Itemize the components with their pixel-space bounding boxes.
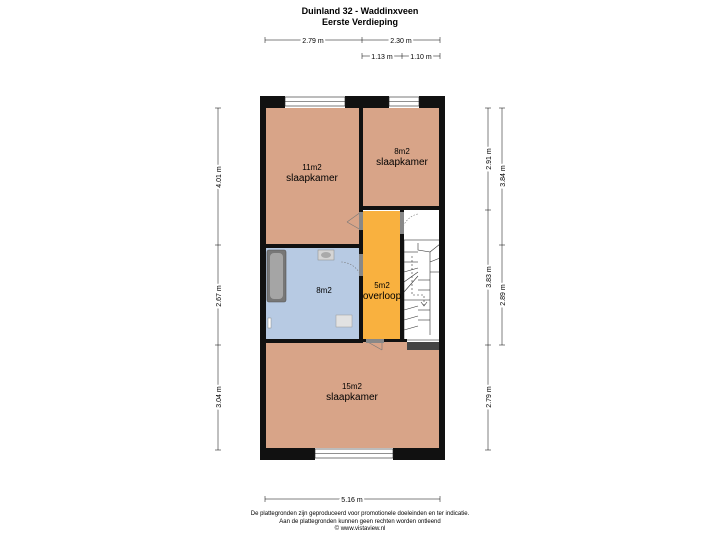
disclaimer-line-3: © www.vistaview.nl <box>334 526 386 532</box>
bedroom-3-name: slaapkamer <box>326 392 378 403</box>
windows <box>284 96 420 459</box>
dim-top-left: 2.79 m <box>302 38 324 45</box>
dim-right-outer-mid: 3.83 m <box>486 266 493 288</box>
bedroom-3-area: 15m2 <box>342 382 363 391</box>
disclaimer: De plattegronden zijn geproduceerd voor … <box>0 511 720 534</box>
bedroom-1-area: 11m2 <box>302 163 322 172</box>
cupboard <box>407 342 440 350</box>
dim-bottom: 5.16 m <box>341 497 363 504</box>
dim-right-outer-top: 2.91 m <box>486 148 493 170</box>
dim-right-outer-bottom: 2.79 m <box>486 386 493 408</box>
dimension-lines <box>215 37 505 502</box>
toilet <box>335 314 353 328</box>
staircase <box>403 239 441 341</box>
dimension-labels: 2.79 m 2.30 m 1.13 m 1.10 m 4.01 m 2.67 … <box>214 36 509 506</box>
dim-right-inner-top: 3.84 m <box>500 165 507 187</box>
disclaimer-line-1: De plattegronden zijn geproduceerd voor … <box>250 511 470 517</box>
floor-name: Eerste Verdieping <box>321 17 399 27</box>
dim-top-sub-left: 1.13 m <box>371 54 393 61</box>
sink <box>317 249 335 261</box>
towel-rail <box>267 317 272 329</box>
dim-right-inner-mid: 2.89 m <box>500 284 507 306</box>
door-bedroom-3 <box>366 339 384 343</box>
room-bedroom-3 <box>265 342 440 448</box>
bathtub <box>266 249 287 303</box>
plan-title: Duinland 32 - Waddinxveen <box>301 6 419 16</box>
landing-name: overloop <box>363 291 402 302</box>
bedroom-2-name: slaapkamer <box>376 157 428 168</box>
bedroom-2-area: 8m2 <box>394 147 410 156</box>
door-bathroom <box>359 254 363 276</box>
dim-left-mid: 2.67 m <box>216 285 223 307</box>
room-labels: 11m2 slaapkamer 8m2 slaapkamer 8m2 5m2 o… <box>286 147 428 403</box>
walls <box>260 96 445 460</box>
bedroom-1-name: slaapkamer <box>286 173 338 184</box>
dim-left-top: 4.01 m <box>216 166 223 188</box>
dim-left-bottom: 3.04 m <box>216 386 223 408</box>
disclaimer-line-2: Aan de plattegronden kunnen geen rechten… <box>279 518 441 525</box>
room-bedroom-2 <box>363 108 440 208</box>
room-landing <box>363 211 401 340</box>
bathroom-area: 8m2 <box>316 286 332 295</box>
dim-top-right: 2.30 m <box>390 38 412 45</box>
landing-area: 5m2 <box>374 281 390 290</box>
room-bedroom-1 <box>265 108 360 244</box>
door-bedroom-2 <box>400 212 404 234</box>
dim-top-sub-right: 1.10 m <box>410 54 432 61</box>
door-bedroom-1 <box>359 212 363 230</box>
